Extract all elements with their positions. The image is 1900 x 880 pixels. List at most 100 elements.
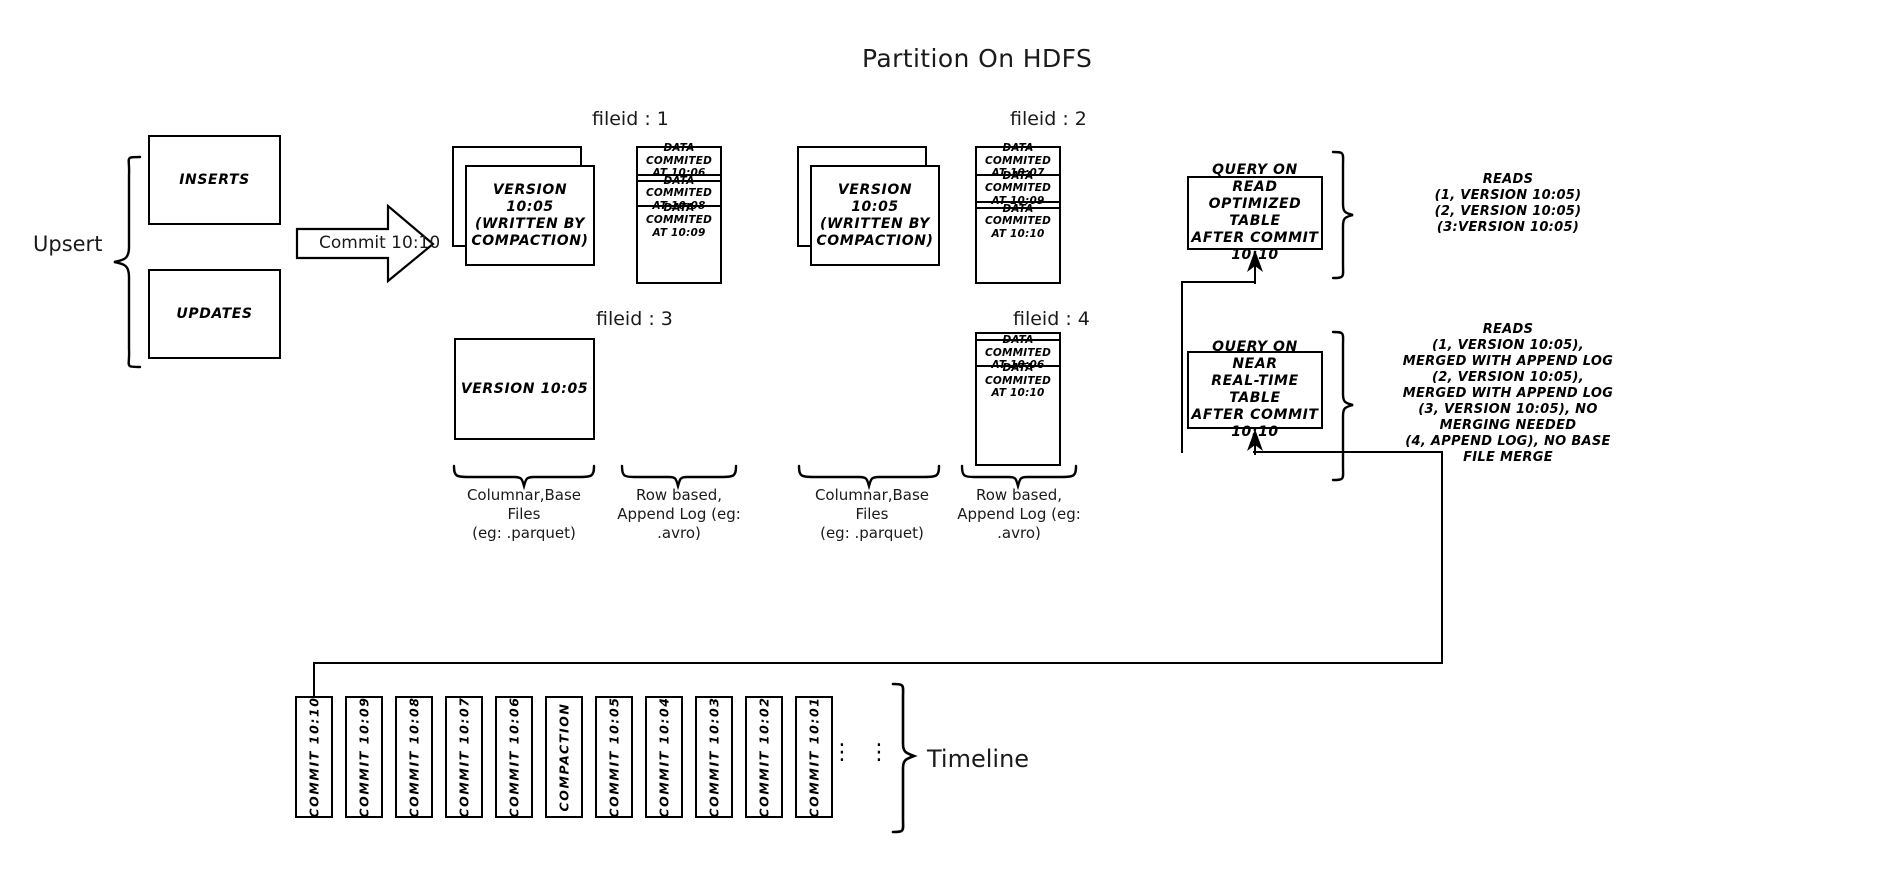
page-title: Partition On HDFS	[862, 44, 1093, 73]
log-entry: DATA COMMITED AT 10:09	[638, 202, 720, 239]
log-entry-line1: DATA COMMITED	[984, 334, 1052, 359]
timeline-item-label: COMMIT 10:02	[756, 696, 772, 818]
columnar-right-line2: (eg: .parquet)	[820, 524, 924, 542]
reads-near-realtime-brace	[1331, 330, 1354, 482]
updates-label: UPDATES	[176, 305, 253, 322]
arrow-into-read-optimized	[1247, 250, 1263, 284]
reads-nrt-line6: (3, VERSION 10:05), NO	[1418, 402, 1598, 417]
fileid-2-base-line2: (WRITTEN BY	[819, 215, 931, 232]
reads-nrt-line2: (1, VERSION 10:05),	[1431, 338, 1585, 353]
fileid-1-header: fileid : 1	[592, 108, 669, 130]
timeline-item-commit-1005[interactable]: COMMIT 10:05	[595, 696, 633, 818]
connector-branch-read-optimized	[1181, 281, 1255, 283]
reads-ro-line3: (2, VERSION 10:05)	[1434, 204, 1582, 219]
timeline-item-commit-1010[interactable]: COMMIT 10:10	[295, 696, 333, 818]
timeline-brace	[891, 682, 918, 834]
reads-nrt-line4: (2, VERSION 10:05),	[1431, 370, 1585, 385]
timeline-item-label: COMMIT 10:06	[506, 696, 522, 818]
log-entry: DATA COMMITED AT 10:07	[977, 142, 1059, 180]
log-entry-line1: DATA COMMITED	[984, 142, 1052, 167]
query-near-realtime-line2: REAL-TIME TABLE	[1211, 373, 1299, 406]
log-entry-line1: DATA COMMITED	[645, 201, 713, 227]
fileid-2-base-file[interactable]: VERSION 10:05 (WRITTEN BY COMPACTION)	[810, 165, 940, 266]
log-entry: DATA COMMITED AT 10:08	[638, 175, 720, 212]
rowlog-left-brace	[620, 464, 738, 491]
connector-left-riser	[1181, 281, 1183, 453]
timeline-item-commit-1008[interactable]: COMMIT 10:08	[395, 696, 433, 818]
columnar-left-caption: Columnar,Base Files (eg: .parquet)	[452, 486, 596, 543]
rowlog-left-line1: Row based,	[635, 486, 722, 504]
fileid-4-header: fileid : 4	[1013, 308, 1090, 330]
log-entry-line2: AT 10:06	[652, 167, 706, 180]
timeline-item-label: COMMIT 10:08	[406, 696, 422, 818]
fileid-3-base-line1: VERSION 10:05	[460, 380, 589, 397]
fileid-3-header: fileid : 3	[596, 308, 673, 330]
inserts-box[interactable]: INSERTS	[148, 135, 281, 225]
commit-arrow	[295, 203, 435, 284]
connector-horizontal-rail	[313, 662, 1443, 664]
fileid-1-base-line2: (WRITTEN BY	[474, 215, 586, 232]
log-entry: DATA COMMITED AT 10:09	[977, 170, 1059, 207]
timeline-item-commit-1002[interactable]: COMMIT 10:02	[745, 696, 783, 818]
fileid-1-append-log[interactable]: DATA COMMITED AT 10:06 DATA COMMITED AT …	[636, 142, 722, 284]
rowlog-left-caption: Row based, Append Log (eg: .avro)	[616, 486, 742, 543]
columnar-right-line1: Columnar,Base Files	[814, 486, 930, 523]
rowlog-right-line1: Row based,	[975, 486, 1062, 504]
rowlog-right-caption: Row based, Append Log (eg: .avro)	[956, 486, 1082, 543]
log-entry-line2: AT 10:07	[991, 167, 1045, 180]
query-near-realtime-box[interactable]: QUERY ON NEAR REAL-TIME TABLE AFTER COMM…	[1187, 339, 1323, 440]
reads-nrt-line8: (4, APPEND LOG), NO BASE	[1405, 434, 1611, 449]
timeline-item-commit-1007[interactable]: COMMIT 10:07	[445, 696, 483, 818]
query-read-optimized-box[interactable]: QUERY ON READ OPTIMIZED TABLE AFTER COMM…	[1187, 162, 1323, 263]
timeline-item-label: COMMIT 10:10	[306, 696, 322, 818]
fileid-1-base-line1: VERSION 10:05	[492, 181, 568, 215]
columnar-left-brace	[452, 464, 596, 491]
query-near-realtime-line3: AFTER COMMIT	[1191, 407, 1319, 423]
arrow-into-near-realtime	[1247, 429, 1263, 455]
updates-box[interactable]: UPDATES	[148, 269, 281, 359]
log-entry-line1: DATA COMMITED	[984, 202, 1052, 228]
reads-near-realtime-text: READS (1, VERSION 10:05), MERGED WITH AP…	[1358, 322, 1658, 466]
log-entry: DATA COMMITED AT 10:06	[638, 142, 720, 180]
query-read-optimized-line1: QUERY ON READ	[1212, 162, 1298, 195]
fileid-4-append-log[interactable]: DATA COMMITED AT 10:06 DATA COMMITED AT …	[975, 332, 1061, 466]
fileid-2-header: fileid : 2	[1010, 108, 1087, 130]
timeline-item-label: COMMIT 10:05	[606, 696, 622, 818]
columnar-left-line2: (eg: .parquet)	[472, 524, 576, 542]
reads-nrt-line7: MERGING NEEDED	[1439, 418, 1577, 433]
reads-read-optimized-text: READS (1, VERSION 10:05) (2, VERSION 10:…	[1358, 172, 1658, 236]
timeline-item-label: COMMIT 10:09	[356, 696, 372, 818]
reads-ro-line2: (1, VERSION 10:05)	[1434, 188, 1582, 203]
reads-nrt-line5: MERGED WITH APPEND LOG	[1402, 386, 1614, 401]
rowlog-right-line3: .avro)	[997, 524, 1041, 542]
timeline-item-commit-1009[interactable]: COMMIT 10:09	[345, 696, 383, 818]
fileid-2-append-log[interactable]: DATA COMMITED AT 10:07 DATA COMMITED AT …	[975, 142, 1061, 284]
fileid-2-base-line3: COMPACTION)	[816, 232, 934, 249]
log-entry: DATA COMMITED AT 10:10	[977, 203, 1059, 240]
log-entry-line2: AT 10:10	[991, 227, 1045, 240]
timeline-item-commit-1003[interactable]: COMMIT 10:03	[695, 696, 733, 818]
timeline-item-commit-1001[interactable]: COMMIT 10:01	[795, 696, 833, 818]
inserts-label: INSERTS	[179, 171, 250, 188]
log-entry-line2: AT 10:09	[652, 226, 706, 239]
rowlog-right-brace	[960, 464, 1078, 491]
reads-ro-line4: (3:VERSION 10:05)	[1436, 220, 1580, 235]
log-entry-line2: AT 10:08	[652, 199, 706, 212]
query-read-optimized-line3: AFTER COMMIT	[1191, 230, 1319, 246]
timeline-item-commit-1004[interactable]: COMMIT 10:04	[645, 696, 683, 818]
fileid-1-base-file[interactable]: VERSION 10:05 (WRITTEN BY COMPACTION)	[465, 165, 595, 266]
log-entry-line1: DATA COMMITED	[984, 169, 1052, 195]
connector-timeline-stub	[313, 662, 315, 696]
timeline-item-label: COMMIT 10:07	[456, 696, 472, 818]
connector-right-riser	[1441, 451, 1443, 664]
log-entry-line1: DATA COMMITED	[984, 362, 1052, 387]
connector-branch-near-realtime	[1253, 451, 1443, 453]
timeline-item-compaction[interactable]: COMPACTION	[545, 696, 583, 818]
log-entry-line2: AT 10:10	[991, 387, 1045, 400]
timeline-item-commit-1006[interactable]: COMMIT 10:06	[495, 696, 533, 818]
fileid-3-base-file[interactable]: VERSION 10:05	[454, 338, 595, 440]
timeline-item-label: COMPACTION	[556, 702, 572, 812]
reads-read-optimized-brace	[1331, 150, 1354, 280]
timeline-item-label: COMMIT 10:01	[806, 696, 822, 818]
